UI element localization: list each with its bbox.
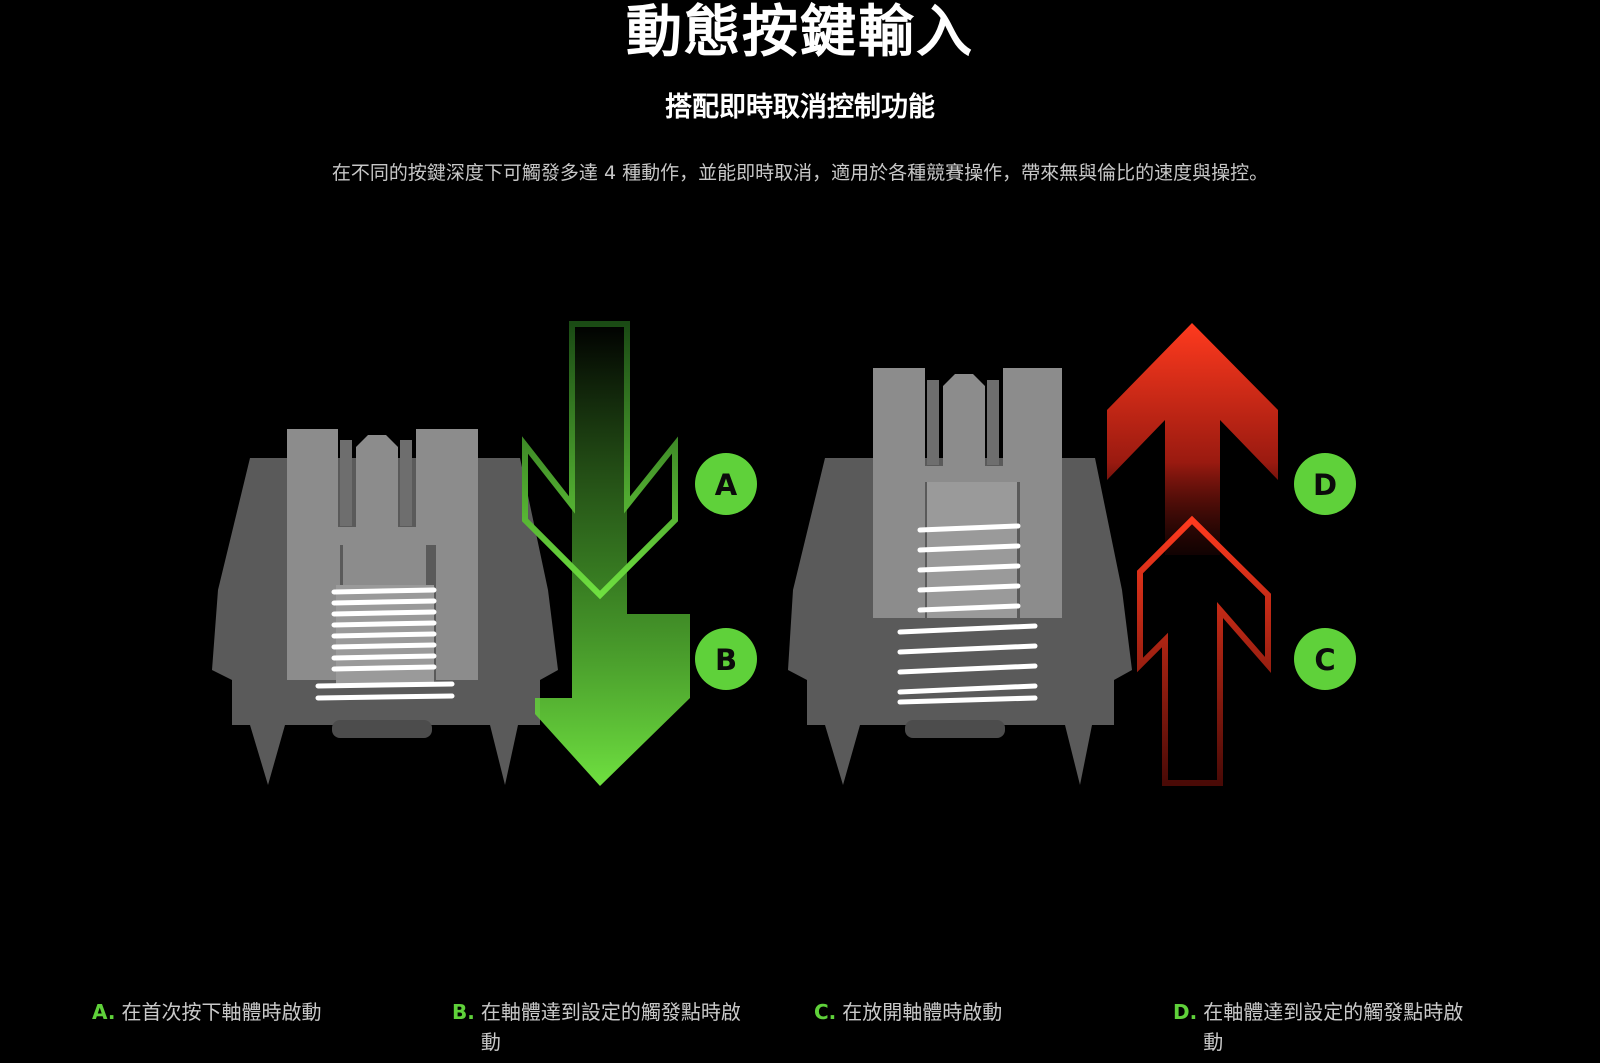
page-description: 在不同的按鍵深度下可觸發多達 4 種動作，並能即時取消，適用於各種競賽操作，帶來…: [331, 162, 1269, 184]
caption-b: B. 在軸體達到設定的觸發點時啟動: [452, 997, 752, 1057]
switch-released: [788, 368, 1132, 785]
caption-c-letter: C.: [814, 1000, 837, 1024]
badge-b-label: B: [715, 643, 737, 677]
caption-c: C. 在放開軸體時啟動: [814, 997, 1134, 1027]
badge-c-label: C: [1314, 643, 1335, 677]
badge-b: B: [695, 628, 757, 690]
caption-d-letter: D.: [1173, 1000, 1198, 1024]
caption-a-text: 在首次按下軸體時啟動: [121, 1000, 322, 1024]
caption-b-text: 在軸體達到設定的觸發點時啟動: [480, 1000, 741, 1054]
switch-pressed: [212, 429, 558, 785]
caption-d: D. 在軸體達到設定的觸發點時啟動: [1173, 997, 1473, 1057]
caption-a: A. 在首次按下軸體時啟動: [92, 997, 412, 1027]
badge-c: C: [1294, 628, 1356, 690]
badge-d: D: [1294, 453, 1356, 515]
arrow-down-icon: [522, 321, 690, 786]
caption-a-letter: A.: [92, 1000, 116, 1024]
arrow-up-icon: [1107, 323, 1278, 786]
caption-b-letter: B.: [452, 1000, 475, 1024]
caption-c-text: 在放開軸體時啟動: [842, 1000, 1003, 1024]
badge-a-label: A: [715, 468, 738, 502]
badge-a: A: [695, 453, 757, 515]
page-title: 動態按鍵輸入: [626, 0, 974, 65]
caption-d-text: 在軸體達到設定的觸發點時啟動: [1203, 1000, 1464, 1054]
badge-d-label: D: [1313, 468, 1337, 502]
page-subtitle: 搭配即時取消控制功能: [665, 92, 935, 123]
